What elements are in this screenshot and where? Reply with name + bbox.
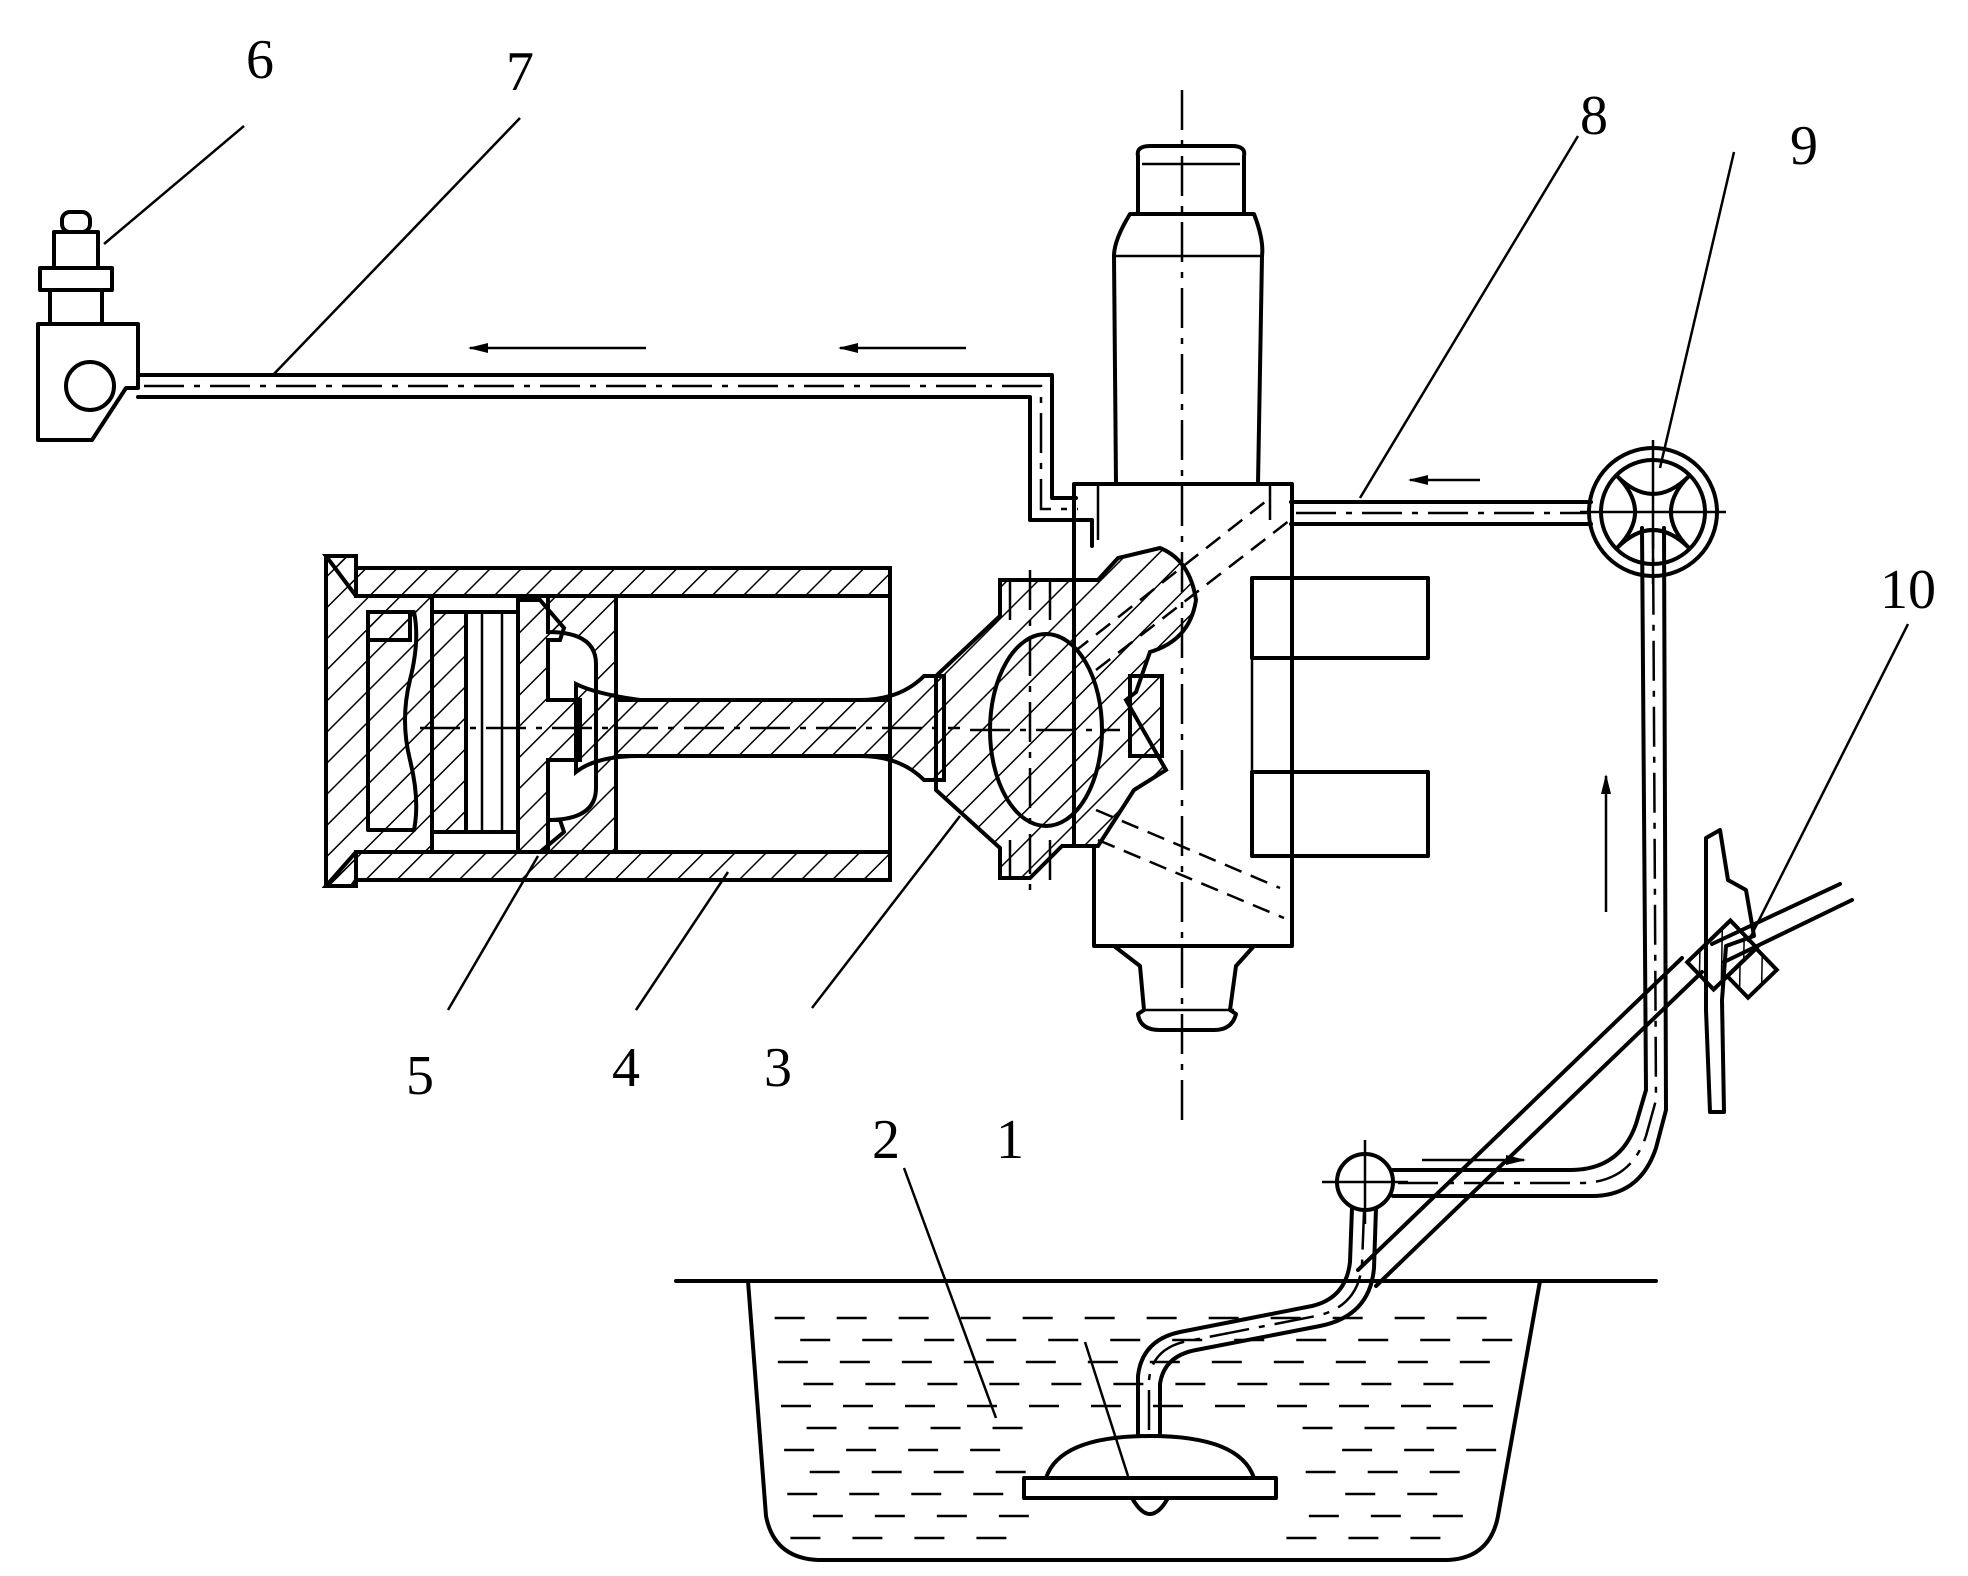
label-7: 7: [506, 41, 534, 103]
oil-liquid: [774, 1316, 1513, 1540]
label-3: 3: [764, 1037, 792, 1099]
connecting-rod-head: [934, 545, 1199, 900]
oil-pipe-top: [136, 373, 1094, 548]
label-9: 9: [1790, 115, 1818, 177]
oil-level-indicator: [1356, 828, 1854, 1288]
leader-lines: [103, 117, 1910, 1477]
label-2: 2: [872, 1109, 900, 1171]
check-valve: [1322, 1140, 1408, 1224]
oil-filter: [1022, 1434, 1278, 1516]
label-8: 8: [1580, 85, 1608, 147]
oil-pump: [1580, 440, 1726, 584]
suction-pipe: [1136, 1206, 1378, 1438]
part-labels: 1 2 3 4 5 6 7 8 9 10: [246, 29, 1936, 1171]
label-6: 6: [246, 29, 274, 91]
flow-arrows: [468, 343, 1611, 1165]
pump-outlet-pipe: [1289, 500, 1593, 526]
lubrication-fitting: [36, 210, 140, 442]
label-10: 10: [1880, 559, 1936, 621]
label-1: 1: [996, 1109, 1024, 1171]
oil-tank: [674, 1279, 1658, 1562]
piston: [420, 594, 960, 854]
label-5: 5: [406, 1045, 434, 1107]
delivery-pipe-right: [1391, 526, 1668, 1198]
label-4: 4: [612, 1037, 640, 1099]
